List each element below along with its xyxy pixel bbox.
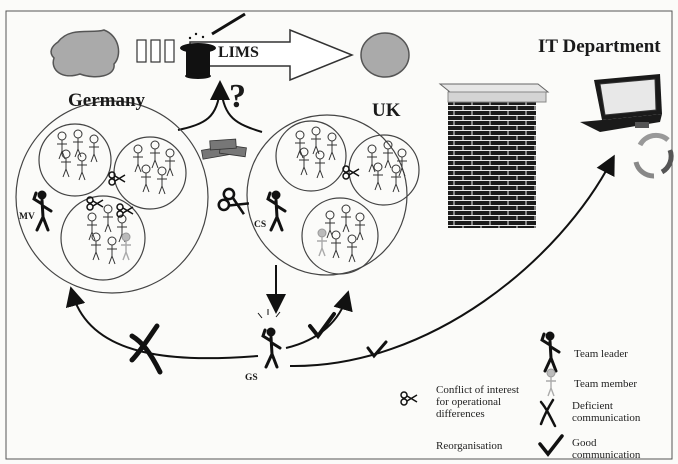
money-icon — [201, 138, 247, 160]
recycle-icon — [633, 132, 674, 179]
arrow-to-uk — [285, 290, 353, 349]
good-mark-it — [366, 340, 388, 359]
firewall-wall — [438, 83, 550, 228]
legend-team-leader: Team leader — [574, 348, 628, 360]
legend-reorganisation: Reorganisation — [436, 440, 503, 452]
legend-conflict-line-1: Conflict of interest — [436, 384, 520, 396]
legend-conflict-line-3: differences — [436, 408, 485, 420]
leader-cs-label: CS — [254, 220, 267, 230]
legend-team-member: Team member — [574, 378, 638, 390]
arrow-to-it — [289, 154, 615, 368]
uk-group — [246, 114, 420, 276]
data-blocks — [136, 39, 175, 63]
uk-label: UK — [372, 100, 401, 121]
lims-label: LIMS — [218, 44, 259, 61]
legend-good-icon — [538, 434, 564, 457]
uk-system-circle — [360, 32, 410, 78]
legend-good-line-2: communication — [572, 449, 641, 461]
leader-gs-label: GS — [245, 373, 258, 383]
germany-system-blob — [50, 29, 120, 78]
legend-deficient-line-1: Deficient — [572, 400, 613, 412]
conflict-scissors-icon — [215, 186, 253, 221]
legend-deficient-line-2: communication — [572, 412, 641, 424]
lims-transfer-arrow — [189, 28, 355, 82]
it-department-label: IT Department — [538, 36, 661, 57]
question-mark: ? — [229, 78, 246, 115]
figure-frame — [5, 10, 673, 460]
laptop-icon — [580, 74, 662, 132]
magic-hat-icon — [180, 12, 246, 79]
good-mark-uk — [308, 312, 336, 340]
germany-group — [15, 100, 209, 294]
idea-marks — [257, 309, 281, 319]
leader-mv-label: MV — [19, 212, 35, 222]
germany-label: Germany — [68, 90, 146, 111]
deficient-mark-large — [129, 323, 163, 375]
legend-conflict-line-2: for operational — [436, 396, 502, 408]
legend-deficient-icon — [539, 398, 557, 428]
arrow-to-germany — [65, 286, 259, 360]
legend-good-line-1: Good — [572, 437, 597, 449]
